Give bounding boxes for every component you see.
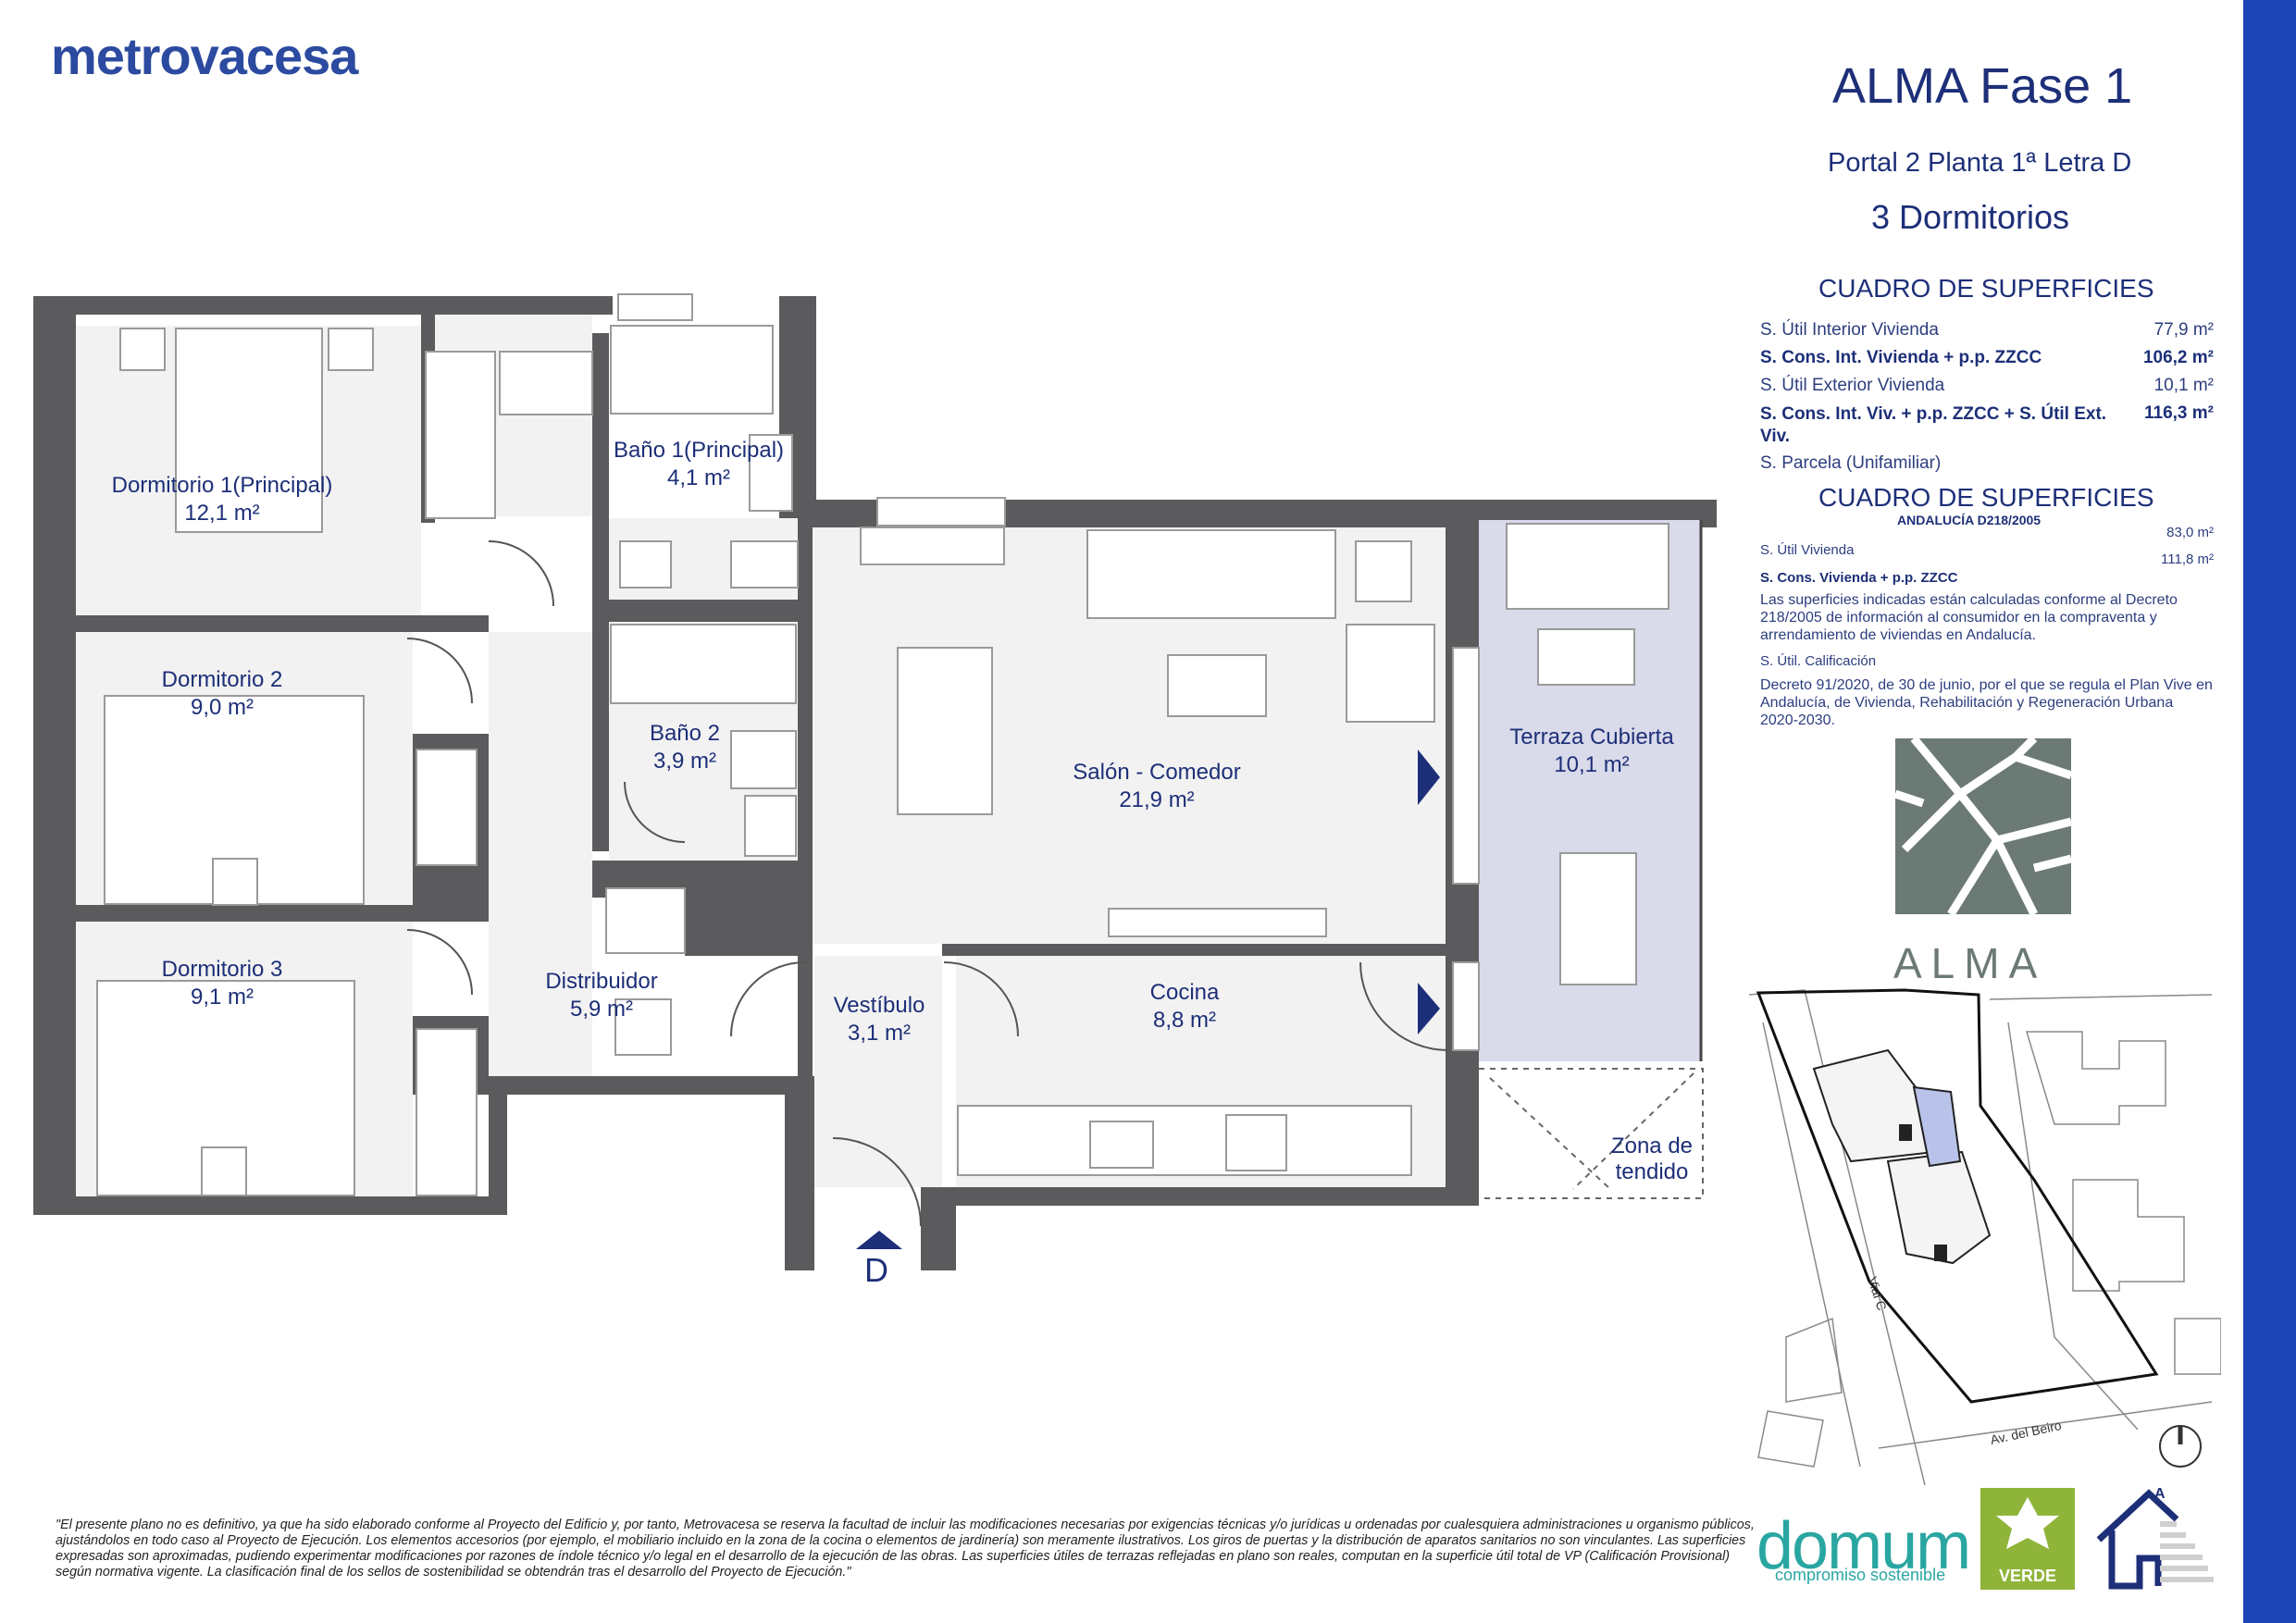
side-stripe [2243,0,2296,1623]
room-dormitorio-3: Dormitorio 3 9,1 m² [111,956,333,1011]
room-cocina: Cocina 8,8 m² [1111,979,1259,1035]
surfaces-title: CUADRO DE SUPERFICIES [1818,274,2154,303]
unit-location: Portal 2 Planta 1ª Letra D [1828,148,2132,178]
room-name: Dormitorio 2 [161,667,283,692]
leaf-icon [1996,1497,2059,1549]
room-name: Vestíbulo [833,993,925,1018]
house-icon [2096,1489,2214,1590]
domum-logo: domum [1756,1509,1971,1583]
surface-value: 77,9 m² [2153,320,2214,340]
surface-value: 106,2 m² [2142,348,2214,367]
room-area: 4,1 m² [666,465,730,490]
room-name: Distribuidor [545,969,658,994]
room-salon-comedor: Salón - Comedor 21,9 m² [1018,759,1296,814]
alma-logo-icon [1893,735,2073,919]
room-name: Terraza Cubierta [1509,725,1674,750]
energy-class: A [2154,1486,2166,1502]
room-name: Baño 2 [649,721,721,746]
alma-logo-text: ALMA [1893,939,2047,987]
room-name: Zona de tendido [1610,1134,1694,1184]
verde-badge: VERDE [1980,1488,2075,1590]
room-zona-tendido: Zona de tendido [1596,1134,1707,1185]
room-area: 3,9 m² [652,749,716,774]
energy-rating: A [2093,1484,2214,1600]
surface-value: 83,0 m² [2166,525,2214,540]
surface-label: S. Útil Exterior Vivienda [1760,376,1945,395]
room-name: Baño 1(Principal) [613,438,785,463]
surface-label: S. Cons. Vivienda + p.p. ZZCC [1760,570,1958,586]
verde-label: VERDE [1998,1567,2056,1585]
location-map [1749,967,2221,1485]
entrance-letter: D [864,1251,888,1289]
room-distribuidor: Distribuidor 5,9 m² [509,968,694,1023]
room-area: 3,1 m² [847,1021,911,1046]
decree-note: Las superficies indicadas están calculad… [1760,592,2178,643]
surface-label: S. Cons. Int. Vivienda + p.p. ZZCC [1760,348,2042,367]
room-terraza: Terraza Cubierta 10,1 m² [1481,724,1703,779]
calificacion-label: S. Útil. Calificación [1760,653,1877,669]
floor-plan [33,293,1717,1270]
room-area: 5,9 m² [569,997,633,1022]
room-bano-1: Baño 1(Principal) 4,1 m² [592,437,805,492]
room-area: 21,9 m² [1119,787,1195,812]
bedroom-count: 3 Dormitorios [1871,198,2070,236]
room-area: 12,1 m² [184,501,260,526]
room-name: Dormitorio 1(Principal) [111,473,333,498]
room-area: 8,8 m² [1152,1008,1216,1033]
surface-value: 10,1 m² [2153,376,2214,395]
room-dormitorio-1: Dormitorio 1(Principal) 12,1 m² [93,472,352,527]
room-area: 9,1 m² [190,985,254,1010]
surface-label: S. Útil Interior Vivienda [1760,320,1939,340]
andalucia-title: CUADRO DE SUPERFICIES [1818,483,2154,512]
surface-value: 116,3 m² [2144,403,2214,423]
room-area: 9,0 m² [190,695,254,720]
surface-row: S. Cons. Int. Viv. + p.p. ZZCC + S. Útil… [1760,403,2214,450]
room-name: Salón - Comedor [1073,760,1241,785]
room-vestibulo: Vestíbulo 3,1 m² [805,992,953,1047]
brand-logo: metrovacesa [51,27,358,85]
surface-label: S. Parcela (Unifamiliar) [1760,453,1942,473]
andalucia-subtitle: ANDALUCÍA D218/2005 [1897,513,2042,527]
decree-note-2: Decreto 91/2020, de 30 de junio, por el … [1760,677,2213,728]
domum-tagline: compromiso sostenible [1775,1566,1946,1584]
surface-label: S. Útil Vivienda [1760,542,1855,558]
surface-value: 111,8 m² [2161,551,2214,567]
room-name: Dormitorio 3 [161,957,283,982]
room-dormitorio-2: Dormitorio 2 9,0 m² [111,666,333,722]
project-title: ALMA Fase 1 [1832,58,2133,114]
disclaimer-text: "El presente plano no es definitivo, ya … [56,1518,1755,1580]
room-name: Cocina [1149,980,1220,1005]
room-area: 10,1 m² [1554,752,1630,777]
surface-label: S. Cons. Int. Viv. + p.p. ZZCC + S. Útil… [1760,404,2107,446]
room-bano-2: Baño 2 3,9 m² [611,720,759,775]
